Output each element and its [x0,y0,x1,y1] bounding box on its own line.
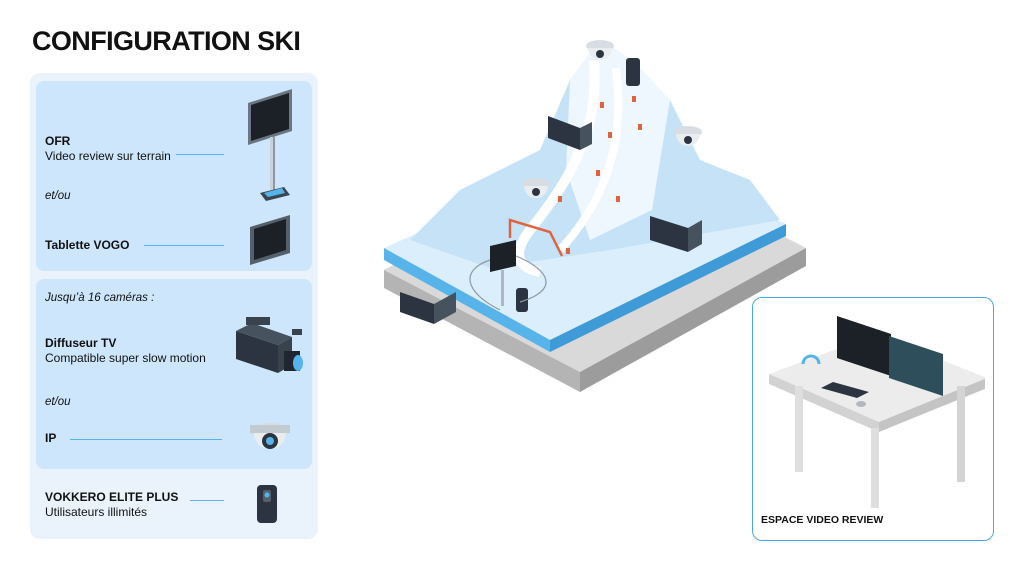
slope-tv-camera-1 [548,116,580,150]
equipment-panel: OFR Video review sur terrain et/ou Table… [30,73,318,539]
review-monitor-1 [837,316,891,376]
vokkero-subtitle: Utilisateurs illimités [45,505,148,519]
review-devices-group: OFR Video review sur terrain et/ou Table… [36,81,312,271]
slope-dome-camera-1 [586,40,614,60]
review-space-label: ESPACE VIDEO REVIEW [761,514,884,526]
slope-ofr-monitor [490,240,516,272]
ski-slope-illustration [384,40,806,392]
tablet-icon [250,215,290,265]
mouse-icon [856,401,866,407]
keyboard-icon [821,382,869,398]
ofr-connector-line [176,154,224,155]
tv-subtitle: Compatible super slow motion [45,351,206,365]
ip-dome-camera-icon [250,423,290,449]
slope-tv-camera-3 [400,292,434,324]
vokkero-title: VOKKERO ELITE PLUS [45,490,179,504]
review-monitor-2 [889,336,943,396]
tv-title: Diffuseur TV [45,336,117,350]
slope-dome-camera-3 [522,178,550,198]
camera-group: Jusqu’à 16 caméras : Diffuseur TV Compat… [36,279,312,469]
review-desk-illustration [769,316,985,508]
ofr-subtitle: Video review sur terrain [45,149,171,163]
slope-tv-camera-2 [650,216,688,252]
slope-radio [626,58,640,86]
ip-title: IP [45,431,57,445]
slope-radio-2 [516,288,528,312]
vokkero-radio-icon [257,485,277,523]
or-label-1: et/ou [45,190,71,202]
vokkero-connector-line [190,500,224,501]
ofr-title: OFR [45,134,71,148]
slope-dome-camera-2 [674,126,702,146]
video-review-space: ESPACE VIDEO REVIEW [752,297,994,541]
ip-connector-line [70,439,222,440]
headset-icon [801,354,821,365]
page-title: CONFIGURATION SKI [32,26,301,56]
ofr-monitor-icon [248,89,292,201]
broadcast-camera-icon [236,317,303,373]
tablet-connector-line [144,245,224,246]
tablet-title: Tablette VOGO [45,238,130,252]
cameras-note: Jusqu’à 16 caméras : [45,292,155,304]
vokkero-item: VOKKERO ELITE PLUS Utilisateurs illimité… [45,490,178,520]
ofr-item: OFR Video review sur terrain [45,134,171,164]
tv-item: Diffuseur TV Compatible super slow motio… [45,336,206,366]
or-label-2: et/ou [45,396,71,408]
